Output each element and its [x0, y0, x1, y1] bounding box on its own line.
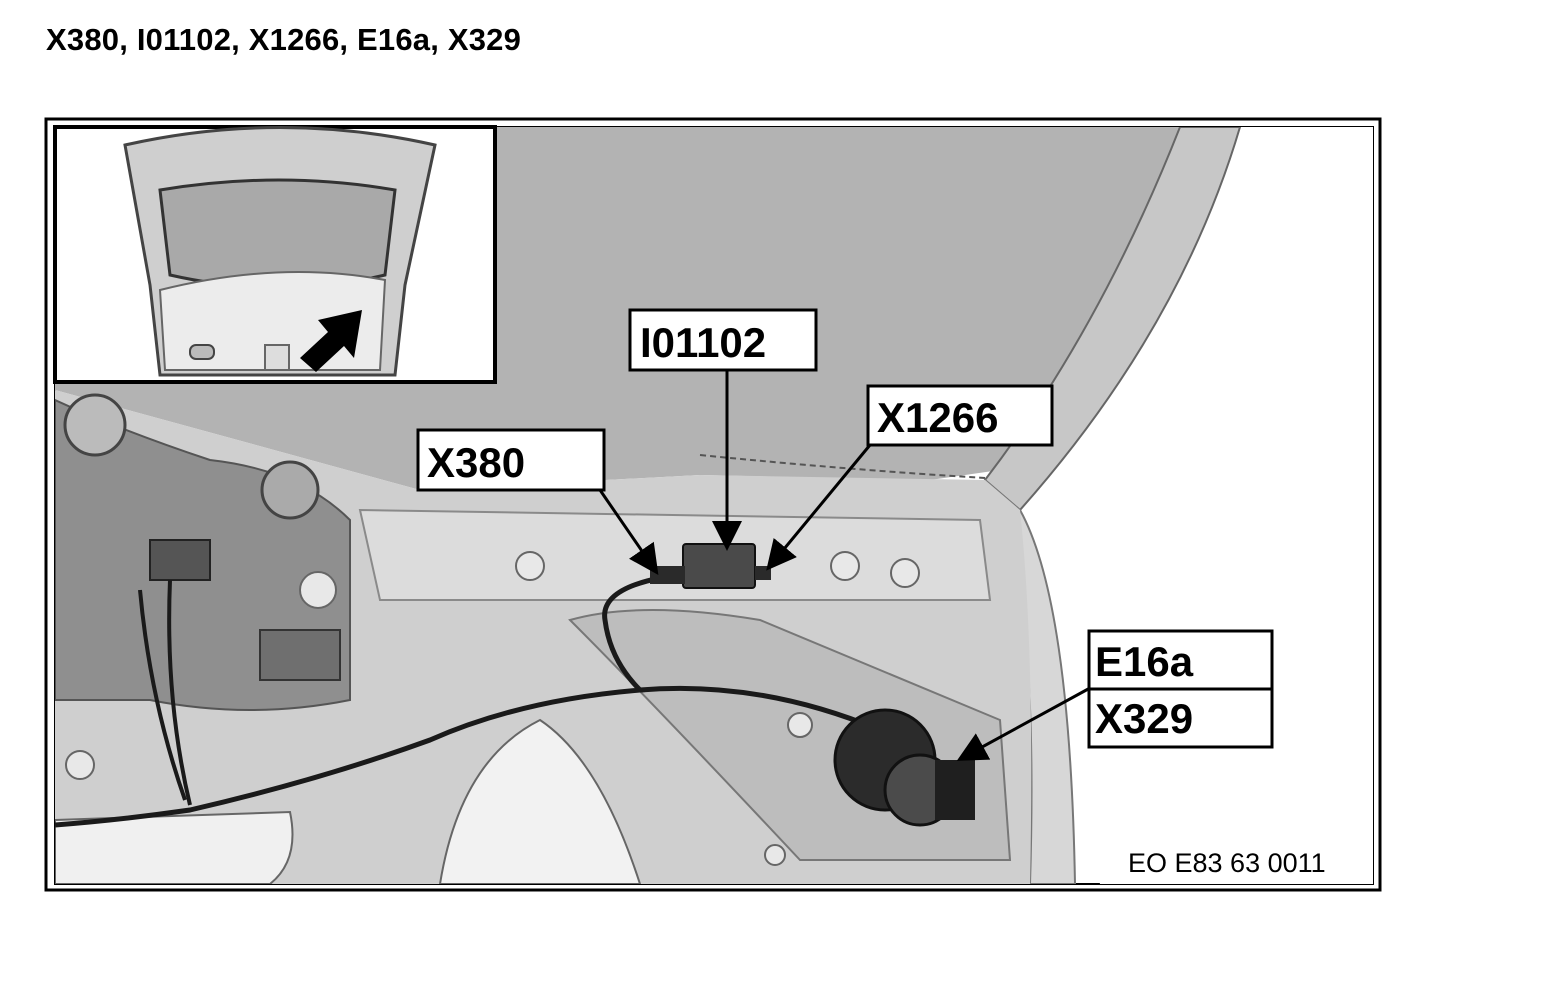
callout-i01102-text: I01102	[640, 319, 766, 366]
callout-x1266-text: X1266	[877, 394, 998, 441]
callout-i01102: I01102	[628, 308, 818, 372]
locator-inset	[53, 125, 497, 384]
callout-e16a-text: E16a	[1095, 638, 1194, 685]
figure-reference: EO E83 63 0011	[1128, 848, 1326, 878]
callout-x380: X380	[416, 428, 606, 492]
locator-arrow-icon	[300, 310, 362, 372]
callout-x329-text: X329	[1095, 695, 1193, 742]
leader-e16a-x329	[956, 686, 1091, 761]
control-unit-i01102	[682, 543, 756, 589]
leader-x380	[598, 489, 659, 575]
callout-x1266: X1266	[866, 384, 1054, 447]
callout-e16a-x329: E16a X329	[1087, 629, 1274, 749]
callout-x380-text: X380	[427, 439, 525, 486]
leader-x1266	[766, 444, 872, 571]
page-title: X380, I01102, X1266, E16a, X329	[46, 22, 522, 57]
